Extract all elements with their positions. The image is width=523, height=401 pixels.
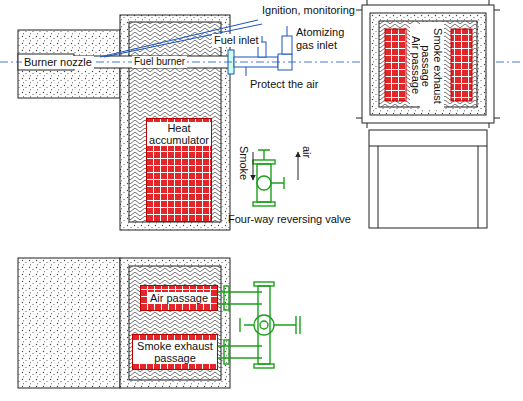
region-box: Heat accumulator <box>146 118 212 222</box>
region-label: Smoke exhaust passage <box>420 22 444 110</box>
annotation-label: Fuel inlet <box>212 34 261 47</box>
annotation-label: Fuel burner <box>132 56 187 68</box>
annotation-label: Four-way reversing valve <box>228 213 351 226</box>
region-box: Air passage <box>140 285 218 311</box>
region-label: Smoke exhaust passage <box>133 340 217 364</box>
region-label: Air passage <box>148 292 210 304</box>
region-box: Smoke exhaust passage <box>424 22 452 110</box>
region-label: Heat accumulator <box>147 122 211 146</box>
annotation-label: air <box>300 146 313 158</box>
annotation-label: Burner nozzle <box>22 56 94 69</box>
annotation-label: Atomizing gas inlet <box>296 26 362 51</box>
annotation-label: Smoke <box>237 146 250 180</box>
annotation-label: Ignition, monitoring <box>262 4 355 17</box>
annotation-label: Protect the air <box>250 78 318 91</box>
region-box: Smoke exhaust passage <box>132 334 218 370</box>
